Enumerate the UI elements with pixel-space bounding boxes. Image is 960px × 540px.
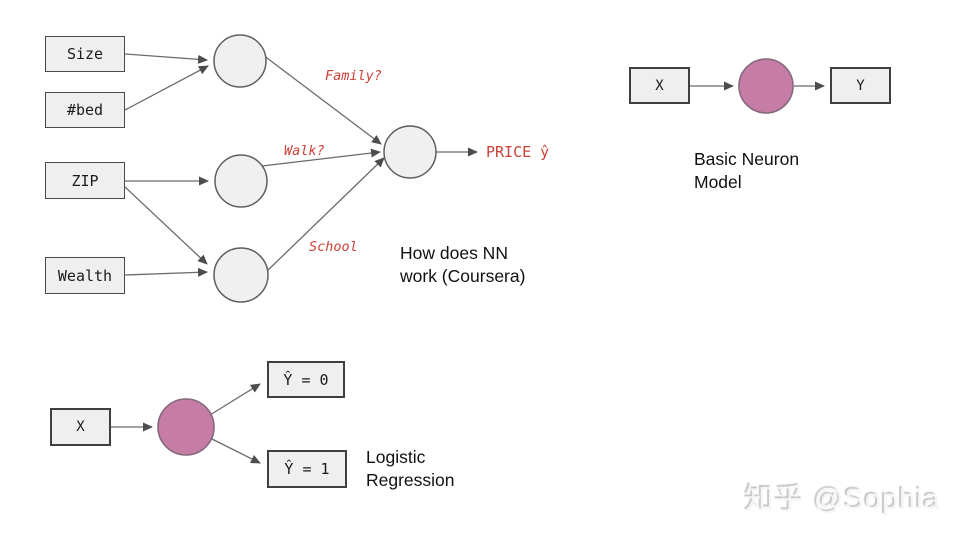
input-box-zip: ZIP bbox=[45, 162, 125, 199]
edge-label-walk: Walk? bbox=[284, 143, 325, 159]
basic-output-box-y: Y bbox=[830, 67, 891, 104]
input-box-bed: #bed bbox=[45, 92, 125, 128]
edge-wealth-to-h3 bbox=[124, 267, 208, 277]
edge-logit-to-y1 bbox=[209, 437, 261, 464]
basic-neuron-caption: Basic Neuron Model bbox=[694, 149, 800, 192]
logistic-output-y0-label: Ŷ = 0 bbox=[283, 370, 329, 389]
logistic-output-y1-label: Ŷ = 1 bbox=[284, 460, 330, 478]
edge-size-to-h1 bbox=[124, 53, 208, 64]
edge-logit-to-y0 bbox=[209, 383, 261, 416]
logistic-output-box-y0: Ŷ = 0 bbox=[267, 361, 345, 398]
edge-h2-to-out bbox=[261, 148, 381, 167]
zhihu-watermark: 知乎 @Sophia bbox=[745, 484, 941, 516]
output-label-price: PRICE ŷ bbox=[486, 143, 550, 161]
input-box-size: Size bbox=[45, 36, 125, 72]
output-neuron bbox=[383, 125, 437, 179]
input-box-wealth-label: Wealth bbox=[57, 266, 113, 285]
edge-bed-to-h1 bbox=[124, 65, 209, 111]
input-box-bed-label: #bed bbox=[66, 101, 104, 119]
input-box-wealth: Wealth bbox=[45, 257, 125, 294]
edge-h1-to-out bbox=[262, 54, 382, 145]
logistic-input-box-x: X bbox=[50, 408, 111, 446]
logistic-neuron-circle bbox=[157, 398, 215, 456]
basic-input-x-label: X bbox=[655, 77, 664, 94]
basic-neuron-circle bbox=[738, 58, 794, 114]
edge-zip-to-h3 bbox=[124, 186, 208, 265]
basic-input-box-x: X bbox=[629, 67, 690, 104]
input-box-zip-label: ZIP bbox=[71, 171, 99, 190]
hidden-neuron-3 bbox=[213, 247, 269, 303]
edge-h3-to-out bbox=[265, 157, 385, 273]
nn-caption: How does NN work (Coursera) bbox=[400, 243, 526, 286]
edge-label-family: Family? bbox=[325, 68, 382, 84]
basic-output-y-label: Y bbox=[856, 77, 865, 94]
hidden-neuron-2 bbox=[214, 154, 268, 208]
input-box-size-label: Size bbox=[66, 45, 104, 63]
logistic-input-x-label: X bbox=[76, 419, 85, 435]
logistic-output-box-y1: Ŷ = 1 bbox=[267, 450, 347, 488]
edge-label-school: School bbox=[309, 239, 358, 255]
hidden-neuron-1 bbox=[213, 34, 267, 88]
logistic-caption: Logistic Regression bbox=[366, 447, 455, 490]
